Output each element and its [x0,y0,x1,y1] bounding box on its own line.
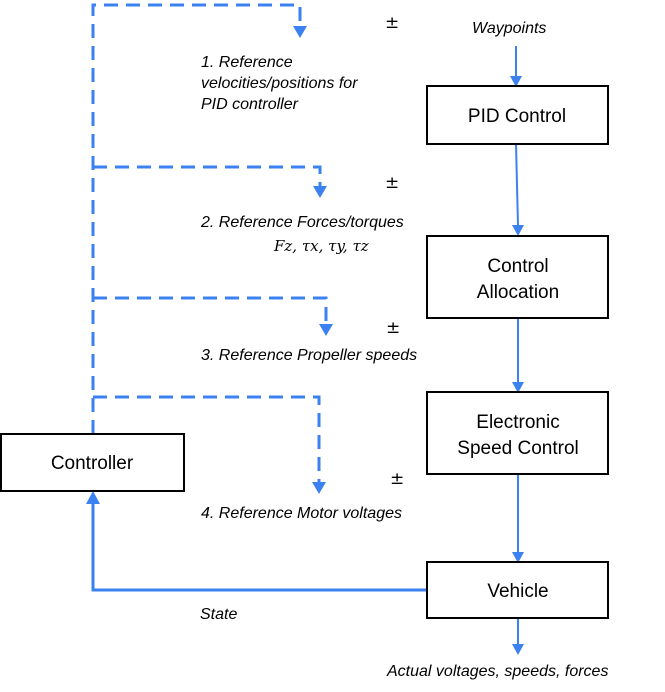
signal-arrows [86,46,524,655]
ref1-label-line1: 1. Reference [201,54,293,71]
output-label: Actual voltages, speeds, forces [386,663,608,680]
block-control-allocation: Control Allocation [426,235,609,319]
block-electronic-speed-control: Electronic Speed Control [426,391,609,475]
plus-minus-1: ± [385,13,399,33]
ref2-math: Fz, τx, τy, τz [273,237,369,255]
ref4-label: 4. Reference Motor voltages [201,505,402,522]
waypoints-label: Waypoints [472,20,546,37]
svg-text:Controller: Controller [51,453,134,474]
svg-text:Speed Control: Speed Control [457,438,578,459]
plus-minus-3: ± [386,318,400,338]
ref3-label: 3. Reference Propeller speeds [201,347,417,364]
block-pid-control: PID Control [426,85,609,145]
ref2-label: 2. Reference Forces/torques [200,214,404,231]
svg-text:PID Control: PID Control [468,106,566,127]
block-vehicle: Vehicle [426,561,609,619]
ref1-label-line3: PID controller [201,96,299,113]
ref1-label-line2: velocities/positions for [201,75,358,92]
reference-lines [91,3,333,494]
svg-text:Electronic: Electronic [476,412,559,433]
svg-text:Control: Control [487,256,548,277]
plus-minus-2: ± [385,173,399,193]
state-label: State [200,606,237,623]
block-controller: Controller [0,433,185,492]
plus-minus-4: ± [390,469,404,489]
svg-text:Allocation: Allocation [477,282,559,303]
svg-text:Vehicle: Vehicle [487,581,548,602]
